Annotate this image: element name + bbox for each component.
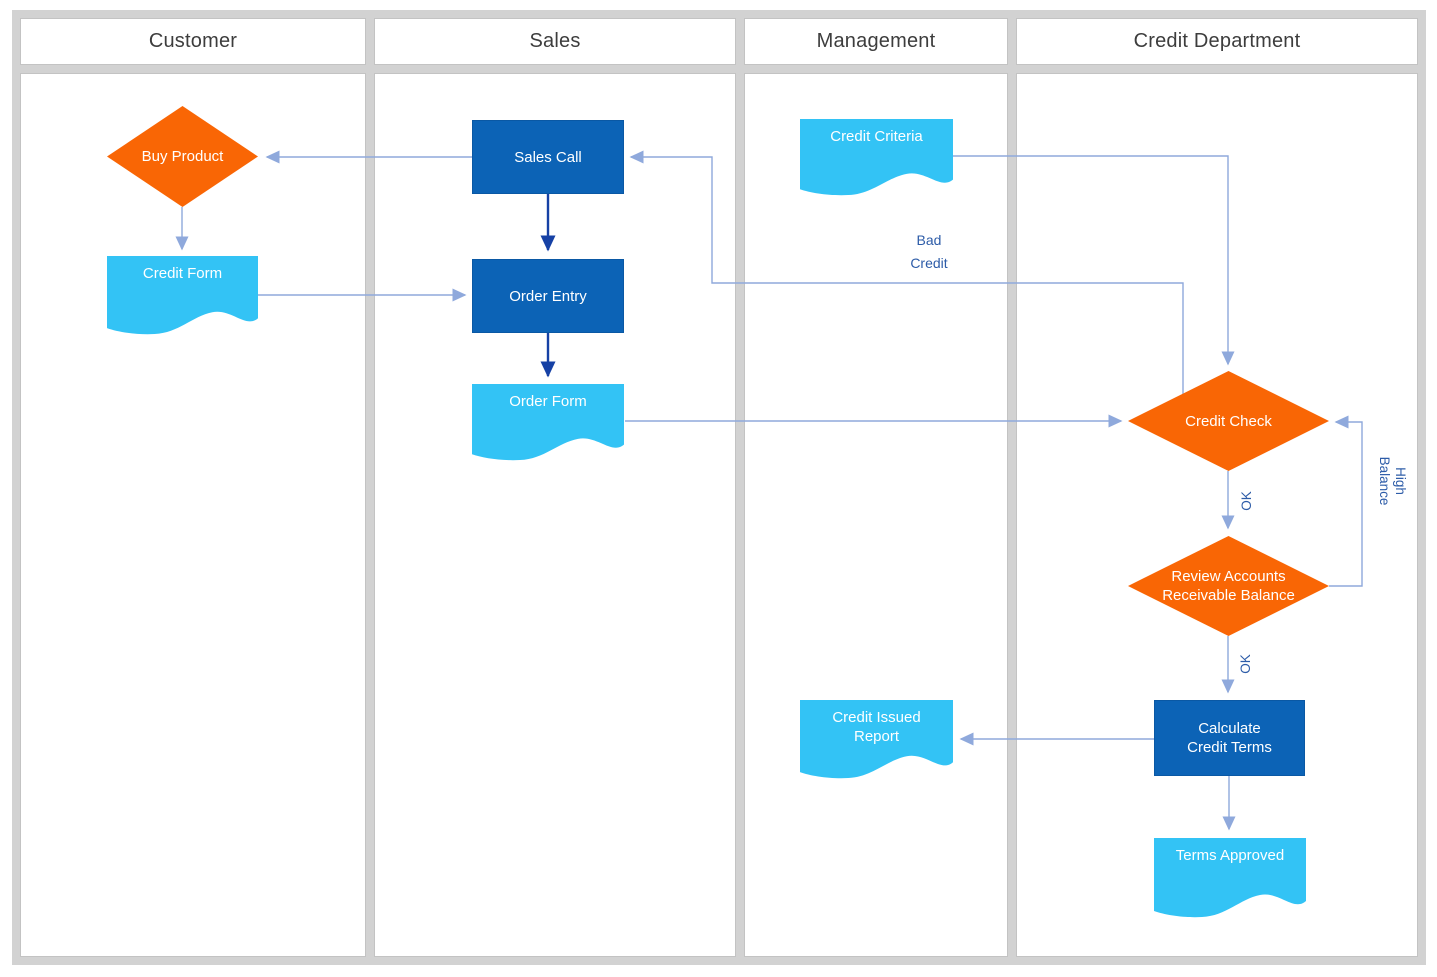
node-order-form[interactable]: Order Form (472, 384, 624, 461)
edge-label-bad-credit: Bad Credit (879, 229, 979, 275)
node-calculate-credit-terms[interactable]: Calculate Credit Terms (1154, 700, 1305, 776)
node-buy-product[interactable]: Buy Product (107, 106, 258, 207)
document-shape (800, 700, 953, 779)
lane-title: Customer (148, 30, 238, 52)
lane-header-sales: Sales (374, 18, 736, 65)
document-shape (1154, 838, 1306, 918)
document-shape (107, 256, 258, 335)
edge-label-line: Credit (910, 255, 948, 271)
node-label: Sales Call (514, 148, 582, 166)
lane-header-customer: Customer (20, 18, 366, 65)
node-label: Order Entry (509, 287, 587, 305)
lane-header-management: Management (744, 18, 1008, 65)
lane-header-credit-department: Credit Department (1016, 18, 1418, 65)
node-label: Review Accounts Receivable Balance (1162, 568, 1295, 604)
lane-title: Management (816, 30, 936, 52)
edge-label-line: High (1393, 467, 1408, 495)
edge-label-ok-credit-check: OK (1239, 491, 1254, 511)
node-label: Order Form (509, 393, 587, 410)
edge-label-line: Bad (916, 232, 942, 248)
node-sales-call[interactable]: Sales Call (472, 120, 624, 194)
node-credit-check[interactable]: Credit Check (1128, 371, 1329, 471)
lane-body-credit-department (1016, 73, 1418, 957)
node-label: Buy Product (141, 148, 224, 165)
document-shape (800, 119, 953, 196)
lane-body-sales (374, 73, 736, 957)
node-label: Terms Approved (1175, 847, 1285, 864)
lane-title: Sales (529, 30, 581, 52)
lane-title: Credit Department (1133, 30, 1301, 52)
edge-label-ok-review: OK (1238, 654, 1253, 674)
node-credit-issued-report[interactable]: Credit Issued Report (800, 700, 953, 779)
lane-body-management (744, 73, 1008, 957)
node-credit-form[interactable]: Credit Form (107, 256, 258, 335)
node-label: Calculate Credit Terms (1187, 720, 1272, 756)
node-terms-approved[interactable]: Terms Approved (1154, 838, 1306, 918)
node-label: Credit Form (142, 265, 223, 282)
node-label: Credit Issued Report (832, 709, 921, 745)
edge-label-high-balance: High Balance (1376, 457, 1408, 506)
node-review-accounts-receivable-balance[interactable]: Review Accounts Receivable Balance (1128, 536, 1329, 636)
document-shape (472, 384, 624, 461)
node-order-entry[interactable]: Order Entry (472, 259, 624, 333)
edge-label-line: Balance (1377, 456, 1392, 506)
node-label: Credit Criteria (830, 128, 923, 145)
lane-body-customer (20, 73, 366, 957)
node-credit-criteria[interactable]: Credit Criteria (800, 119, 953, 196)
node-label: Credit Check (1185, 412, 1272, 430)
